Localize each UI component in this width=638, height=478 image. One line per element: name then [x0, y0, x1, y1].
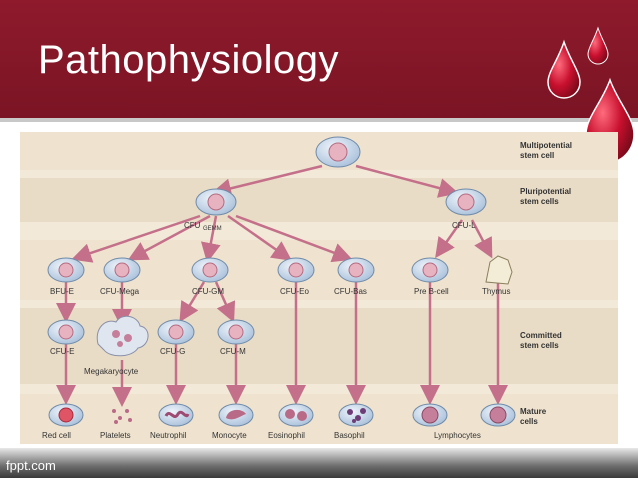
row-label-mature-2: cells	[520, 417, 538, 426]
row-label-multipotential-1: Multipotential	[520, 141, 572, 150]
band-pluripotential	[20, 178, 618, 222]
bfu-e-cell	[47, 257, 85, 283]
label-cfu-m: CFU-M	[220, 347, 246, 356]
cfu-gm-cell	[191, 257, 229, 283]
label-cfu-gemm-sub: GEMM	[203, 226, 222, 232]
cfu-m-cell	[217, 319, 255, 345]
label-cfu-l: CFU-L	[452, 221, 476, 230]
lymphocyte-b-cell	[412, 403, 448, 427]
hematopoiesis-diagram: CFU GEMM CFU-L BFU-E CFU-Mega CFU-GM CFU…	[20, 132, 618, 444]
label-lymphocytes: Lymphocytes	[434, 431, 481, 440]
label-cfu-bas: CFU-Bas	[334, 287, 367, 296]
platelets-icon	[112, 409, 132, 424]
row-label-committed-1: Committed	[520, 331, 562, 340]
label-neutrophil: Neutrophil	[150, 431, 187, 440]
cfu-eo-cell	[277, 257, 315, 283]
label-bfu-e: BFU-E	[50, 287, 74, 296]
label-cfu-e: CFU-E	[50, 347, 74, 356]
label-cfu-gm: CFU-GM	[192, 287, 224, 296]
label-cfu-eo: CFU-Eo	[280, 287, 309, 296]
cfu-e-cell	[47, 319, 85, 345]
label-cfu-gemm: CFU	[184, 221, 201, 230]
label-platelets: Platelets	[100, 431, 131, 440]
row-label-mature-1: Mature	[520, 407, 547, 416]
drop-small-icon	[587, 26, 609, 65]
row-label-pluripotential-1: Pluripotential	[520, 187, 571, 196]
cfu-mega-cell	[103, 257, 141, 283]
lineage-arrows	[56, 164, 508, 407]
label-eosinophil: Eosinophil	[268, 431, 305, 440]
thymus-icon	[485, 255, 513, 285]
label-monocyte: Monocyte	[212, 431, 247, 440]
slide-title: Pathophysiology	[38, 38, 340, 82]
label-red-cell: Red cell	[42, 431, 71, 440]
title-divider	[0, 118, 638, 122]
lymphocyte-t-cell	[480, 403, 516, 427]
cfu-bas-cell	[337, 257, 375, 283]
title-bar	[0, 0, 638, 118]
pre-b-cell	[411, 257, 449, 283]
drop-medium-icon	[547, 39, 581, 99]
label-thymus: Thymus	[482, 287, 510, 296]
eosinophil-cell	[278, 403, 314, 427]
label-cfu-mega: CFU-Mega	[100, 287, 140, 296]
label-cfu-g: CFU-G	[160, 347, 185, 356]
footer-bar	[0, 448, 638, 478]
cfu-l-cell	[445, 188, 487, 216]
monocyte-cell	[218, 403, 254, 427]
footer-brand: fppt.com	[6, 458, 56, 473]
cfu-gemm-cell	[195, 188, 237, 216]
label-megakaryocyte: Megakaryocyte	[84, 367, 139, 376]
multipotential-stem-cell	[315, 136, 361, 168]
basophil-cell	[338, 403, 374, 427]
red-cell	[48, 403, 84, 427]
row-label-pluripotential-2: stem cells	[520, 197, 559, 206]
cfu-g-cell	[157, 319, 195, 345]
neutrophil-cell	[158, 403, 194, 427]
row-label-multipotential-2: stem cell	[520, 151, 554, 160]
megakaryocyte-cell	[96, 315, 149, 357]
row-label-committed-2: stem cells	[520, 341, 559, 350]
label-basophil: Basophil	[334, 431, 365, 440]
label-pre-b: Pre B-cell	[414, 287, 449, 296]
